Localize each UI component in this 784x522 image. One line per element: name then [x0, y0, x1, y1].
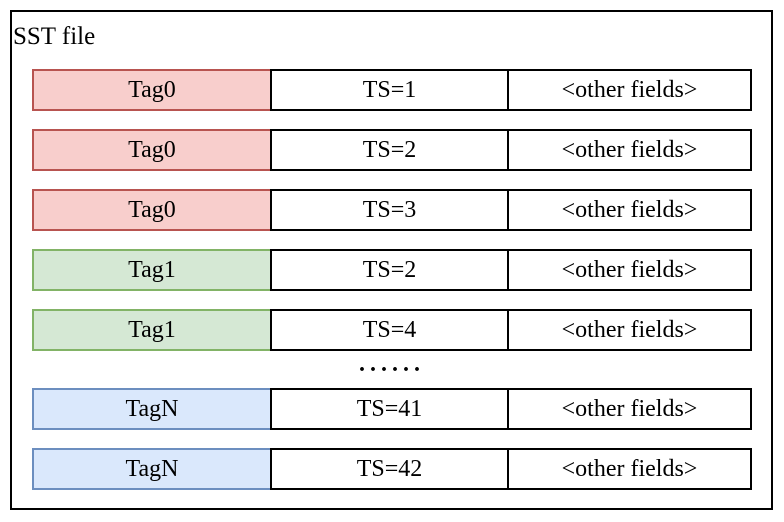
timestamp-cell: TS=3: [270, 189, 509, 231]
tag-cell: Tag1: [32, 309, 270, 351]
tag-cell: Tag1: [32, 249, 270, 291]
tag-cell: TagN: [32, 388, 270, 430]
other-fields-cell: <other fields>: [509, 69, 752, 111]
timestamp-cell: TS=4: [270, 309, 509, 351]
timestamp-cell: TS=1: [270, 69, 509, 111]
record-row: Tag0 TS=3 <other fields>: [32, 189, 752, 231]
tag-cell: Tag0: [32, 69, 270, 111]
other-fields-cell: <other fields>: [509, 448, 752, 490]
record-row: TagN TS=41 <other fields>: [32, 388, 752, 430]
ellipsis-label: ......: [359, 350, 425, 377]
diagram-title: SST file: [13, 23, 96, 50]
timestamp-cell: TS=42: [270, 448, 509, 490]
timestamp-cell: TS=2: [270, 249, 509, 291]
record-row: Tag0 TS=2 <other fields>: [32, 129, 752, 171]
other-fields-cell: <other fields>: [509, 309, 752, 351]
record-row: Tag1 TS=2 <other fields>: [32, 249, 752, 291]
record-row: Tag0 TS=1 <other fields>: [32, 69, 752, 111]
record-row: TagN TS=42 <other fields>: [32, 448, 752, 490]
other-fields-cell: <other fields>: [509, 249, 752, 291]
timestamp-cell: TS=2: [270, 129, 509, 171]
tag-cell: TagN: [32, 448, 270, 490]
other-fields-cell: <other fields>: [509, 388, 752, 430]
other-fields-cell: <other fields>: [509, 129, 752, 171]
timestamp-cell: TS=41: [270, 388, 509, 430]
record-row: Tag1 TS=4 <other fields>: [32, 309, 752, 351]
tag-cell: Tag0: [32, 129, 270, 171]
tag-cell: Tag0: [32, 189, 270, 231]
other-fields-cell: <other fields>: [509, 189, 752, 231]
